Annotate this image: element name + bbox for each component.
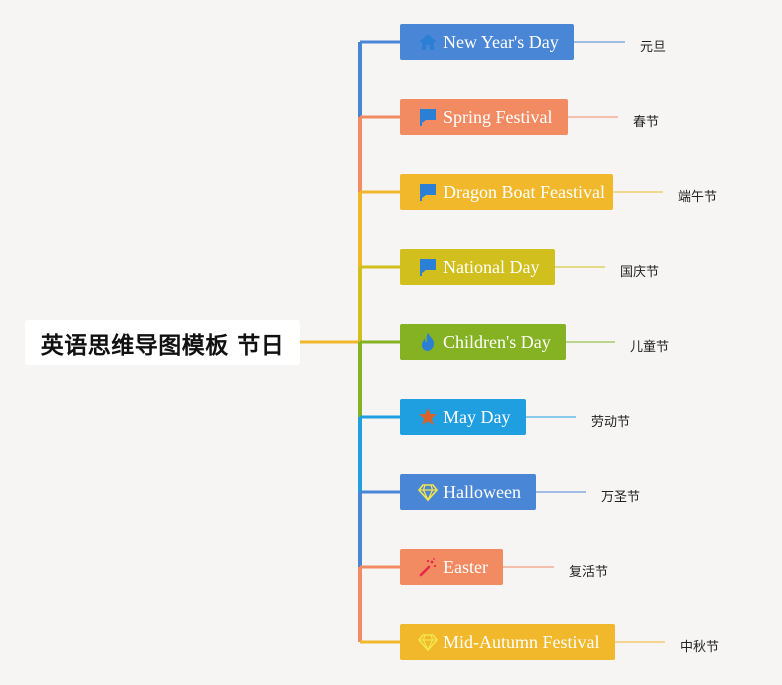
topic-childrens-day[interactable]: Children's Day	[400, 324, 566, 360]
topic-mid-autumn-festival[interactable]: Mid-Autumn Festival	[400, 624, 615, 660]
topic-label: Mid-Autumn Festival	[443, 631, 600, 652]
subtopic-label[interactable]: 端午节	[678, 190, 718, 205]
subtopic-label[interactable]: 春节	[633, 115, 660, 130]
subtopic-label[interactable]: 复活节	[569, 565, 609, 580]
topic-label: National Day	[443, 256, 540, 277]
subtopic-label[interactable]: 儿童节	[630, 340, 670, 355]
subtopic-label[interactable]: 万圣节	[601, 490, 641, 505]
topic-label: Children's Day	[443, 331, 551, 352]
topic-label: Easter	[443, 556, 488, 577]
topic-national-day[interactable]: National Day	[400, 249, 555, 285]
magic-wand-icon	[418, 557, 438, 577]
flag-icon	[418, 257, 438, 277]
topic-label: New Year's Day	[443, 31, 559, 52]
topic-halloween[interactable]: Halloween	[400, 474, 536, 510]
root-title: 英语思维导图模板 节日	[40, 332, 285, 359]
diamond-icon	[418, 482, 438, 502]
topic-new-years-day[interactable]: New Year's Day	[400, 24, 574, 60]
topic-label: Spring Festival	[443, 106, 553, 127]
subtopic-label[interactable]: 元旦	[640, 40, 667, 55]
flag-icon	[418, 182, 438, 202]
subtopic-label[interactable]: 中秋节	[680, 640, 720, 655]
topic-label: May Day	[443, 406, 511, 427]
flame-icon	[418, 332, 438, 352]
flag-icon	[418, 107, 438, 127]
topic-label: Halloween	[443, 481, 521, 502]
home-icon	[418, 32, 438, 52]
subtopic-label[interactable]: 劳动节	[591, 415, 631, 430]
root-topic[interactable]: 英语思维导图模板 节日	[25, 320, 300, 365]
diamond-icon	[418, 632, 438, 652]
topic-label: Dragon Boat Feastival	[443, 181, 605, 202]
topic-may-day[interactable]: May Day	[400, 399, 526, 435]
subtopic-label[interactable]: 国庆节	[620, 265, 660, 280]
topic-dragon-boat-festival[interactable]: Dragon Boat Feastival	[400, 174, 613, 210]
topic-easter[interactable]: Easter	[400, 549, 503, 585]
star-icon	[418, 407, 438, 427]
topic-spring-festival[interactable]: Spring Festival	[400, 99, 568, 135]
